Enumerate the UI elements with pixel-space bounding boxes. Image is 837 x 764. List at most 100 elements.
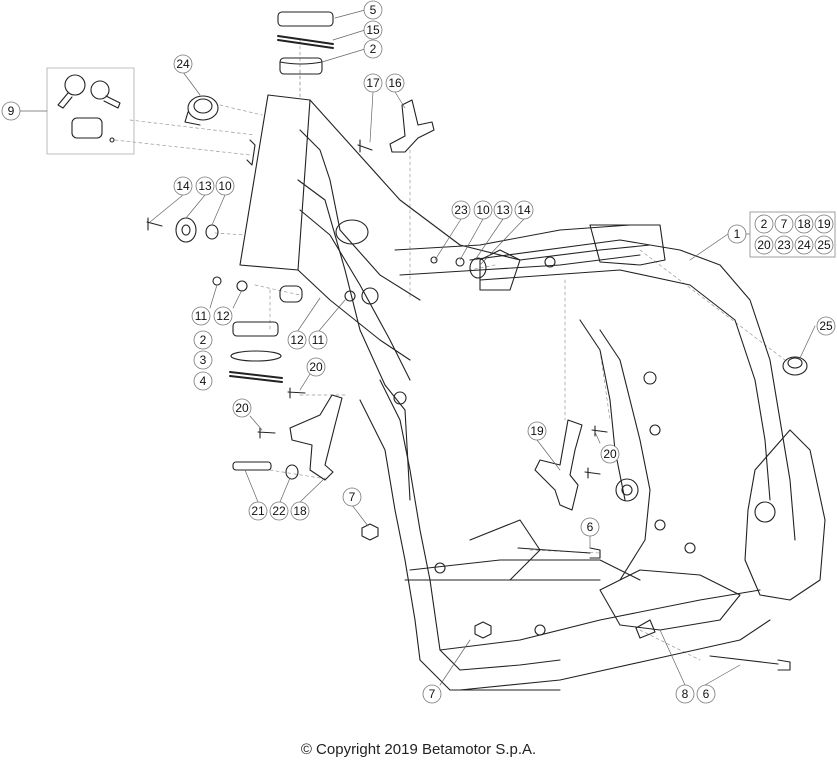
kit-item: 20 [754,235,774,255]
callout-number: 1 [734,227,741,241]
callout-c16: 16 [385,73,405,93]
callout-number: 6 [703,687,710,701]
callout-number: 2 [370,42,377,56]
callout-number: 7 [429,687,436,701]
callout-number: 2 [200,333,207,347]
engine-mount-left [232,387,343,481]
callout-number: 5 [370,3,377,17]
callout-circle [696,684,716,704]
kit-item-circle [754,214,774,234]
callout-number: 13 [198,179,212,193]
kit-item: 24 [794,235,814,255]
callout-number: 8 [682,687,689,701]
callout-circle [269,501,289,521]
callout-c15: 15 [363,20,383,40]
kit-item: 25 [814,235,834,255]
kit-item-number: 23 [777,238,791,252]
callout-number: 12 [216,309,230,323]
callout-c12a: 12 [213,306,233,326]
callout-circle [1,101,21,121]
callout-c14a: 14 [173,176,193,196]
callout-circle [363,0,383,20]
callout-number: 20 [309,360,323,374]
callout-number: 21 [251,504,265,518]
steering-bearing-stack [277,11,334,75]
callout-circle [193,330,213,350]
callout-c24: 24 [173,54,193,74]
kit-item-number: 24 [797,238,811,252]
callout-c11a: 11 [191,306,211,326]
callout-circle [363,20,383,40]
kit-item-number: 25 [817,238,831,252]
callout-c4: 4 [193,371,213,391]
callout-c11b: 11 [308,330,328,350]
callout-number: 25 [819,319,833,333]
kit-item-circle [774,214,794,234]
callout-number: 16 [388,76,402,90]
callout-number: 17 [366,76,380,90]
assembly-guide-lines [114,39,786,661]
callout-circle [173,176,193,196]
callout-c7b: 7 [422,684,442,704]
key-set-box [46,67,135,155]
kit-item: 23 [774,235,794,255]
copyright-notice: © Copyright 2019 Betamotor S.p.A. [300,741,537,758]
kit-item: 2 [754,214,774,234]
kit-item-circle [814,214,834,234]
callout-circle [580,517,600,537]
callout-circle [213,306,233,326]
callout-circle [473,200,493,220]
callout-c9: 9 [1,101,21,121]
callout-number: 24 [176,57,190,71]
callout-c2a: 2 [363,39,383,59]
callout-c21: 21 [248,501,268,521]
callout-circle [385,73,405,93]
kit-item-number: 19 [817,217,831,231]
callout-number: 19 [530,424,544,438]
callout-circle [195,176,215,196]
callout-number: 10 [218,179,232,193]
callout-c20a: 20 [306,357,326,377]
callout-c22: 22 [269,501,289,521]
callout-circle [816,316,836,336]
kit-item-circle [794,214,814,234]
callout-number: 11 [195,309,208,323]
kit-item: 7 [774,214,794,234]
callout-circle [493,200,513,220]
callout-circle [308,330,328,350]
callout-c7a: 7 [342,487,362,507]
callout-number: 23 [454,203,468,217]
callout-c18: 18 [290,501,310,521]
callout-c5: 5 [363,0,383,20]
callout-c17: 17 [363,73,383,93]
callout-circle [363,73,383,93]
kit-item-circle [814,235,834,255]
callout-circle [527,421,547,441]
callout-circle [193,371,213,391]
callout-circle [173,54,193,74]
callout-number: 15 [366,23,380,37]
callout-number: 13 [496,203,510,217]
callout-number: 9 [8,104,15,118]
callout-circle [514,200,534,220]
kit-item-circle [754,235,774,255]
kit-item: 19 [814,214,834,234]
callout-c14b: 14 [514,200,534,220]
callout-c20b: 20 [232,398,252,418]
callout-circle [675,684,695,704]
kit-item-number: 18 [797,217,811,231]
callout-c1: 1 [727,224,747,244]
callout-circle [727,224,747,244]
callout-circle [422,684,442,704]
callout-number: 20 [603,447,617,461]
engine-mount-right [534,419,608,511]
callout-number: 18 [293,504,307,518]
callout-circle [191,306,211,326]
callout-circle [232,398,252,418]
callout-c6b: 6 [696,684,716,704]
callout-number: 3 [200,353,207,367]
callout-c10b: 10 [473,200,493,220]
callout-circle [290,501,310,521]
